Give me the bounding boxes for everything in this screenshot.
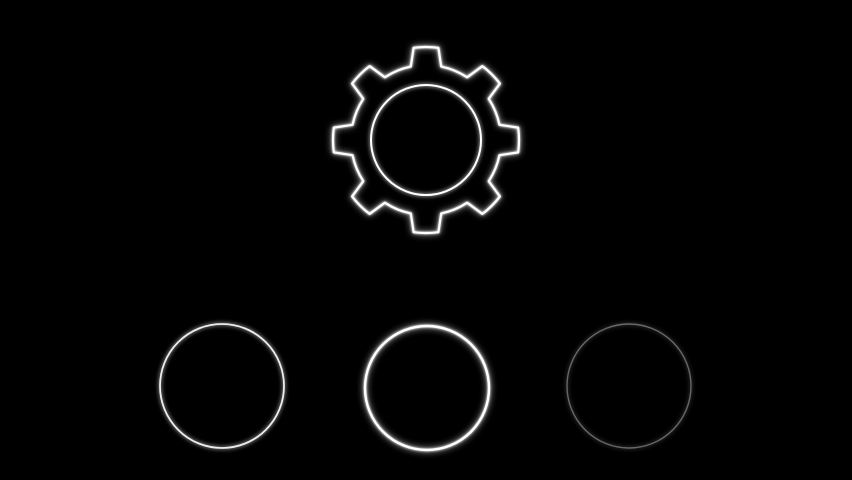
- node-circles: [159, 323, 692, 452]
- connector-lines: [223, 258, 627, 318]
- gear-icon: [331, 45, 521, 235]
- circle-node-right: [566, 323, 692, 449]
- circle-node-left: [159, 323, 285, 449]
- gear-outline: [331, 45, 521, 235]
- circle-node-center: [363, 324, 491, 452]
- dial-icon: [370, 84, 482, 196]
